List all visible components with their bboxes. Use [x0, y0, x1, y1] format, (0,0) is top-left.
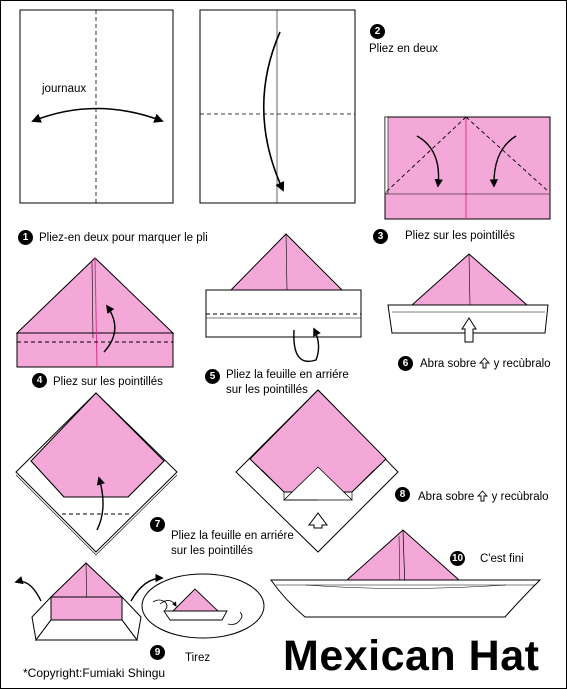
- step5-figure: [205, 233, 362, 362]
- step-number-9: 9: [150, 645, 165, 660]
- step6-figure: [387, 253, 549, 343]
- step-number-8: 8: [395, 487, 410, 502]
- newspaper-label: journaux: [42, 83, 87, 95]
- step9-instruction: Tirez: [185, 652, 211, 664]
- step4-instruction: Pliez sur les pointillés: [53, 376, 163, 388]
- step7-instruction-line1: Pliez la feuille en arriére: [171, 530, 294, 542]
- step-number-4: 4: [32, 373, 47, 388]
- step8-text-a: Abra sobre: [418, 491, 475, 503]
- step10-figure: [270, 529, 542, 618]
- up-arrow-icon: [477, 490, 489, 502]
- step2-figure: [199, 9, 356, 204]
- step7-figure: [15, 392, 178, 556]
- step5-instruction-line2: sur les pointillés: [226, 384, 308, 396]
- step8-figure: [235, 389, 399, 553]
- step-number-1: 1: [18, 230, 33, 245]
- step7-instruction-line2: sur les pointillés: [171, 545, 253, 557]
- open-arrow-icon: [461, 317, 477, 343]
- step-number-6: 6: [398, 356, 413, 371]
- step-number-5: 5: [205, 369, 220, 384]
- step2-instruction: Pliez en deux: [369, 43, 439, 55]
- step-number-10: 10: [450, 551, 465, 566]
- step4-figure: [15, 257, 175, 368]
- step1-instruction: Pliez-en deux pour marquer le pli: [39, 232, 208, 244]
- step-number-3: 3: [373, 229, 388, 244]
- step5-instruction-line1: Pliez la feuille en arriére: [226, 369, 349, 381]
- step8-text-b: y recùbralo: [491, 491, 549, 503]
- step3-figure: [384, 116, 551, 220]
- fold-unfold-arrow: [31, 107, 164, 123]
- page-title: Mexican Hat: [283, 632, 540, 680]
- step8-instruction: Abra sobre y recùbralo: [418, 490, 549, 504]
- copyright-text: *Copyright:Fumiaki Shingu: [23, 666, 166, 680]
- up-arrow-icon: [479, 357, 491, 369]
- step-number-2: 2: [370, 24, 385, 39]
- step3-instruction: Pliez sur les pointillés: [405, 230, 515, 242]
- step9-figure: [14, 562, 265, 642]
- step6-text-a: Abra sobre: [420, 358, 477, 370]
- step10-instruction: C'est fini: [480, 553, 524, 565]
- step1-figure: [19, 9, 174, 204]
- step6-instruction: Abra sobre y recùbralo: [420, 357, 551, 371]
- step-number-7: 7: [150, 517, 165, 532]
- step6-text-b: y recùbralo: [493, 358, 551, 370]
